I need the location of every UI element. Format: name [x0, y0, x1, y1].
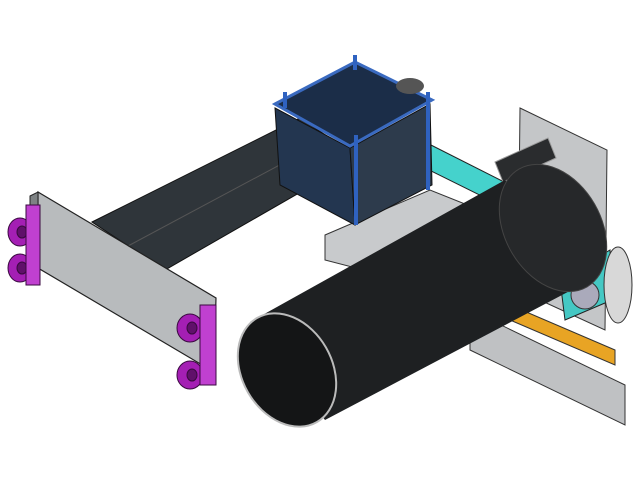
motor-box-side — [349, 103, 433, 226]
black-tube — [236, 163, 608, 428]
motor-box-top — [271, 60, 436, 148]
bolt-group-right — [176, 304, 217, 390]
motor-cap — [396, 78, 424, 94]
motor-box-posts — [283, 55, 430, 225]
tube-clamp — [494, 137, 557, 183]
bolt-group-left — [7, 204, 41, 286]
pulley — [603, 246, 633, 324]
tube-opening — [236, 312, 338, 428]
